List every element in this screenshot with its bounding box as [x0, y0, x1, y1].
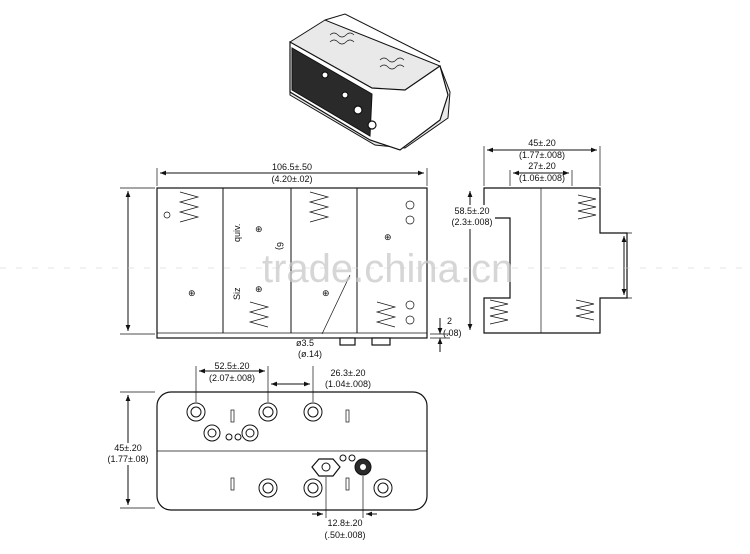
side-inner-in: (1.06±.008) [519, 173, 565, 183]
top-view-springs [178, 191, 397, 328]
side-height-mm: 58.5±.20 [455, 206, 490, 216]
top-height-dimension [120, 187, 155, 335]
side-height-dimension: 58.5±.20 (2.3±.008) [447, 191, 632, 330]
step-mm: 2 [447, 316, 452, 326]
detail-dimensions: ø3.5 (ø.14) 2 (.08) [296, 274, 462, 359]
svg-text:⊕: ⊕ [255, 224, 263, 234]
hole-in: (ø.14) [298, 349, 322, 359]
hole-mm: ø3.5 [296, 338, 314, 348]
bottom-offset-mm: 26.3±.20 [331, 368, 366, 378]
svg-text:⊕: ⊕ [255, 284, 263, 294]
watermark-text: trade.china.cn [262, 247, 513, 291]
bottom-depth-in: (1.77±.08) [108, 454, 149, 464]
isometric-view [289, 13, 451, 151]
watermark: trade.china.cn [0, 247, 750, 291]
top-view: ⊕ ⊕ ⊕ ⊕ ⊕ Siz quiv. 6) [156, 187, 428, 346]
top-width-in: (4.20±.02) [272, 174, 313, 184]
isometric-springs [329, 32, 405, 70]
bottom-view-terminals [186, 402, 393, 498]
side-inner-dimension: 27±.20 (1.06±.008) [509, 161, 573, 186]
side-outer-dimension: 45±.20 (1.77±.008) [483, 138, 601, 186]
bottom-view [156, 391, 428, 511]
top-view-label-2: quiv. [232, 224, 242, 242]
bottom-terminal-mm: 12.8±.20 [328, 518, 363, 528]
side-view-springs [489, 194, 597, 325]
side-outer-in: (1.77±.008) [519, 150, 565, 160]
top-width-mm: 106.5±.50 [272, 162, 312, 172]
bottom-terminal-dimension: 12.8±.20 (.50±.008) [312, 476, 377, 540]
side-outer-mm: 45±.20 [528, 138, 555, 148]
bottom-pitch-in: (2.07±.008) [209, 373, 255, 383]
svg-text:⊕: ⊕ [384, 232, 392, 242]
top-width-dimension: 106.5±.50 (4.20±.02) [156, 162, 428, 186]
step-in: (.08) [443, 328, 462, 338]
bottom-pitch-mm: 52.5±.20 [215, 361, 250, 371]
top-view-label-3: 6) [275, 242, 285, 250]
bottom-depth-mm: 45±.20 [114, 443, 141, 453]
bottom-pitch-dimension: 52.5±.20 (2.07±.008) 26.3±.20 (1.04±.008… [195, 361, 371, 402]
svg-text:⊕: ⊕ [322, 288, 330, 298]
side-view [483, 187, 628, 334]
top-view-label-1: Siz [232, 287, 242, 300]
bottom-offset-in: (1.04±.008) [325, 379, 371, 389]
side-height-in: (2.3±.008) [452, 217, 493, 227]
bottom-terminal-in: (.50±.008) [325, 530, 366, 540]
bottom-depth-dimension: 45±.20 (1.77±.08) [100, 391, 156, 509]
side-inner-mm: 27±.20 [528, 161, 555, 171]
svg-text:⊕: ⊕ [188, 288, 196, 298]
